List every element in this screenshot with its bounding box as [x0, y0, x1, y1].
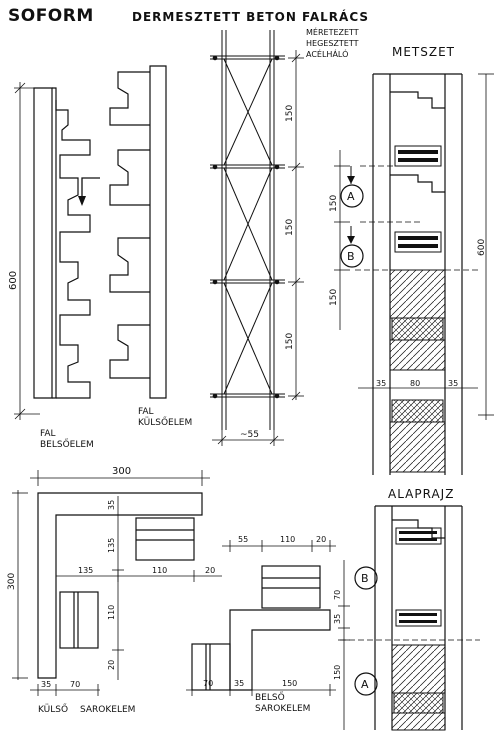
section-left-dim-1: 150	[329, 195, 339, 212]
outer-label-2: KÜLSŐELEM	[138, 417, 192, 428]
plan-hatched-area	[391, 644, 446, 731]
corner-outer-shape	[37, 492, 203, 679]
plan-marker-a-circle	[354, 672, 378, 696]
section-bottom-dim-3: 35	[448, 379, 458, 388]
corner-outer-label-2: SAROKELEM	[80, 705, 135, 715]
marker-a-label: A	[347, 190, 355, 203]
corner-inner-shape	[191, 565, 331, 691]
plan-dim-2: 35	[333, 614, 342, 624]
mesh-note-1: MÉRETEZETT	[306, 26, 359, 37]
corner-inner-tdim-1: 55	[238, 535, 248, 544]
corner-outer-vdim-1: 35	[107, 500, 116, 510]
corner-inner-label-1: BELSŐ	[255, 692, 285, 703]
corner-outer-bdim-1: 35	[41, 680, 51, 689]
corner-outer-hdim-3: 20	[205, 566, 215, 575]
plan-mesh-plates	[395, 527, 442, 627]
inner-label-1: FAL	[40, 429, 56, 439]
corner-inner-bdim-3: 150	[282, 679, 297, 688]
marker-b-label: B	[347, 250, 355, 263]
corner-inner-tdim-3: 20	[316, 535, 326, 544]
section-left-dim-2: 150	[329, 289, 339, 306]
arrow-shape	[81, 177, 100, 200]
plan-dim-3: 150	[333, 665, 342, 680]
plan-dim-1: 70	[333, 590, 342, 600]
plan-dimension-lines	[338, 560, 350, 730]
mesh-nodes	[212, 55, 280, 399]
corner-outer-vdim-2: 135	[107, 538, 116, 553]
section-title: METSZET	[392, 45, 455, 59]
marker-b-arrow	[347, 236, 355, 244]
marker-a-circle	[340, 184, 364, 208]
brand-label: SOFORM	[8, 6, 94, 26]
corner-inner-bdim-2: 35	[234, 679, 244, 688]
section-bottom-dim-1: 35	[376, 379, 386, 388]
corner-outer-vdim-4: 20	[107, 660, 116, 670]
inner-label-2: BELSŐELEM	[40, 439, 94, 450]
section-height-dim: 600	[477, 239, 487, 256]
arrow-head	[78, 196, 86, 206]
mesh-note-2: HEGESZTETT	[306, 39, 359, 48]
plan-marker-b-circle	[354, 566, 378, 590]
steel-mesh	[210, 30, 285, 430]
outer-label-1: FAL	[138, 407, 154, 417]
corner-inner-bdim-1: 70	[203, 679, 213, 688]
corner-inner-dimensions	[186, 540, 336, 696]
section-dimension-lines	[334, 73, 494, 420]
mesh-width-dim: ~55	[240, 430, 259, 440]
mesh-dim-1: 150	[285, 105, 295, 122]
plan-marker-b-label: B	[361, 572, 369, 585]
plan-marker-a-label: A	[361, 678, 369, 691]
section-bottom-dim-2: 80	[410, 379, 420, 388]
corner-inner-label-2: SAROKELEM	[255, 704, 310, 714]
wall-outer-element	[109, 65, 167, 399]
plan-title: ALAPRAJZ	[388, 487, 454, 501]
corner-outer-vdim-3: 110	[107, 605, 116, 620]
dim-600-left: 600	[8, 271, 19, 290]
dimension-600-left	[14, 82, 40, 420]
mesh-dim-2: 150	[285, 219, 295, 236]
corner-outer-hdim-2: 110	[152, 566, 167, 575]
corner-outer-bdim-2: 70	[70, 680, 80, 689]
section-mesh-plates	[394, 145, 442, 253]
corner-outer-height-dim: 300	[7, 573, 17, 590]
drawing-title: DERMESZTETT BETON FALRÁCS	[132, 9, 369, 24]
section-hatched-area	[389, 269, 446, 473]
corner-inner-tdim-2: 110	[280, 535, 295, 544]
corner-outer-top-dim: 300	[112, 466, 131, 477]
corner-outer-hdim-1: 135	[78, 566, 93, 575]
section-cut-lines	[355, 165, 480, 271]
corner-outer-label-1: KÜLSŐ	[38, 704, 68, 715]
mesh-dimension-line	[212, 50, 304, 446]
mesh-dim-3: 150	[285, 333, 295, 350]
marker-a-arrow	[347, 176, 355, 184]
wall-inner-element	[33, 87, 91, 399]
mesh-note-3: ACÉLHÁLÓ	[306, 48, 348, 59]
corner-outer-dimensions	[12, 470, 222, 696]
marker-b-circle	[340, 244, 364, 268]
